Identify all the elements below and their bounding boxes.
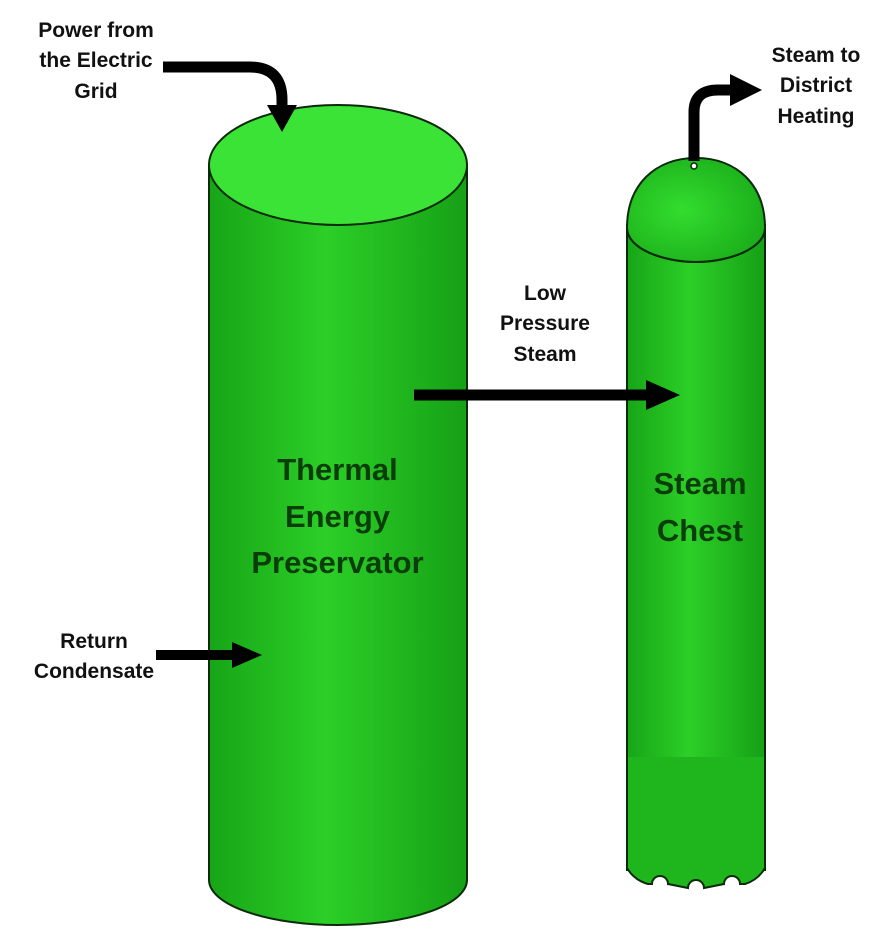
- power-input-arrow: [163, 61, 297, 132]
- low-pressure-steam-label-line-2: Pressure: [500, 312, 590, 336]
- power-input-label-line-1: Power from: [38, 19, 154, 42]
- steam-chest-seam: [626, 227, 766, 264]
- preservator-label-line-1: Thermal: [277, 452, 398, 487]
- low-pressure-steam-label: Low Pressure Steam: [485, 279, 605, 370]
- steam-output-arrow: [688, 74, 762, 161]
- preservator-tank-top: [208, 104, 468, 226]
- return-condensate-label: Return Condensate: [24, 627, 164, 688]
- return-condensate-arrow: [156, 642, 262, 668]
- steam-output-label-line-3: Heating: [777, 104, 855, 128]
- preservator-label-line-2: Energy: [284, 498, 391, 534]
- steam-output-label-line-2: District: [779, 74, 853, 98]
- power-input-label-line-3: Grid: [74, 79, 118, 103]
- low-pressure-steam-arrow: [414, 380, 680, 410]
- power-input-label: Power from the Electric Grid: [26, 16, 166, 107]
- preservator-tank: [208, 104, 468, 926]
- low-pressure-steam-label-line-1: Low: [524, 282, 566, 305]
- steam-chest-label: Steam Chest: [630, 461, 770, 554]
- return-condensate-label-line-1: Return: [60, 630, 128, 653]
- steam-chest-dome: [625, 156, 767, 264]
- preservator-label-line-3: Preservator: [251, 545, 424, 580]
- low-pressure-steam-label-line-3: Steam: [513, 342, 577, 366]
- steam-chest-label-line-2: Chest: [656, 512, 744, 548]
- preservator-label: Thermal Energy Preservator: [230, 447, 445, 587]
- steam-output-label: Steam to District Heating: [756, 41, 876, 132]
- preservator-tank-body: [208, 164, 468, 926]
- steam-chest-skirt: [626, 757, 766, 890]
- return-condensate-label-line-2: Condensate: [33, 660, 155, 684]
- power-input-label-line-2: the Electric: [39, 49, 153, 73]
- steam-chest-outlet: [690, 162, 698, 170]
- steam-output-label-line-1: Steam to: [771, 44, 861, 67]
- steam-chest-tank: [625, 156, 767, 890]
- steam-chest-label-line-1: Steam: [653, 466, 747, 501]
